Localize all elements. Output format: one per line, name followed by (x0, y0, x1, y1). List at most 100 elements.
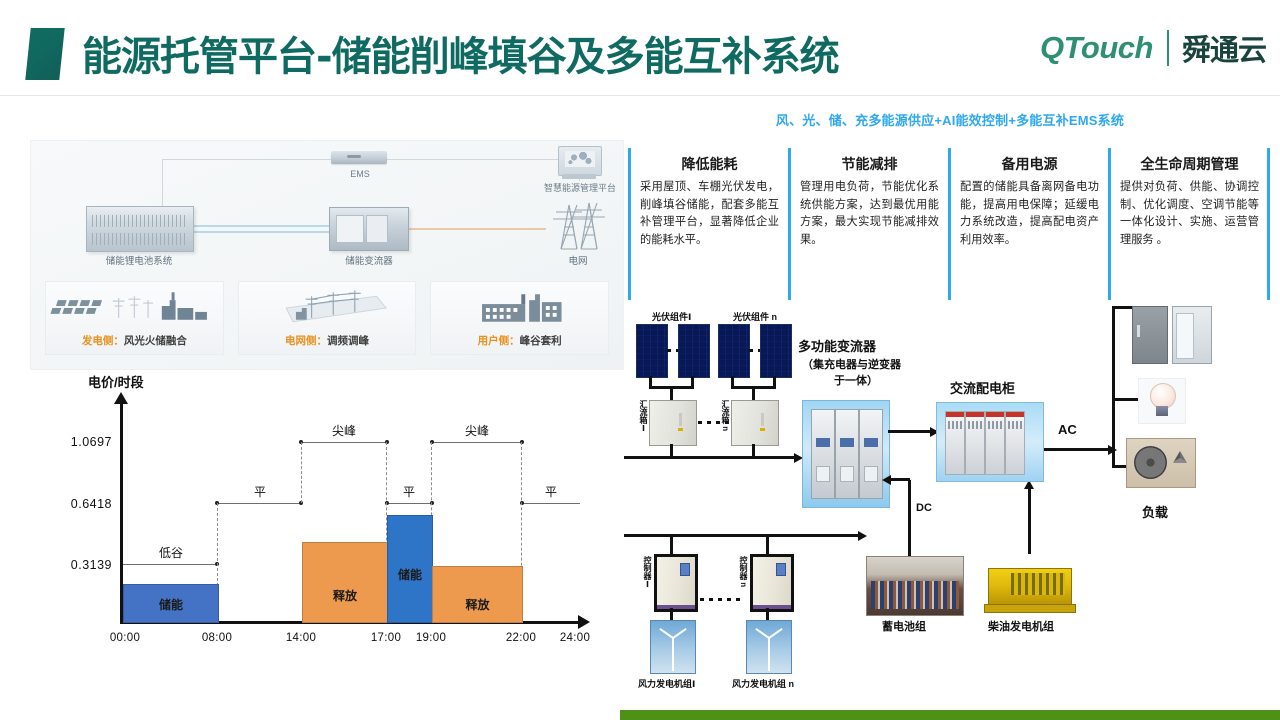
multifunction-converter-label: 多功能变流器 (798, 339, 877, 354)
ac-brand-mark (1173, 451, 1187, 464)
refrigerator-closed-icon (1132, 306, 1168, 364)
controller-ellipsis (700, 598, 744, 601)
scenario-card-user-text: 峰谷套利 (519, 335, 562, 347)
pv-panel-na-icon (718, 324, 750, 378)
platform-label: 智慧能源管理平台 (543, 183, 616, 193)
page-header: 能源托管平台-储能削峰填谷及多能互补系统 QTouch 舜通云 (0, 0, 1280, 96)
chart-bar-charge-2[interactable]: 储能 (387, 515, 433, 623)
page-title: 能源托管平台-储能削峰填谷及多能互补系统 (82, 34, 840, 80)
load-branch-bulb (1112, 398, 1138, 401)
chart-tier-label-flat-1: 平 (253, 485, 266, 499)
platform-monitor-icon (558, 146, 602, 176)
dc-label: DC (916, 502, 932, 514)
platform-stand-icon (562, 174, 596, 179)
feature-card-1[interactable]: 降低能耗 采用屋顶、车棚光伏发电，削峰填谷储能，配套多能互补管理平台，显著降低企… (628, 148, 788, 300)
wind-dc-bus-arrow (858, 531, 867, 541)
scenario-card-user-label: 用户侧：峰谷套利 (431, 333, 608, 348)
wind-turbine-n-icon (746, 620, 792, 674)
scenario-card-user[interactable]: 用户侧：峰谷套利 (430, 281, 610, 355)
wire-batt-riser (162, 159, 163, 209)
wind-1-riser (670, 534, 673, 556)
ems-device-icon (331, 151, 387, 164)
controller-1-label: 控制器Ⅰ (643, 556, 652, 589)
chart-y-axis-arrow (114, 392, 128, 404)
chart-tier-line-flat-2 (387, 503, 432, 504)
chart-bar-discharge-2[interactable]: 释放 (432, 566, 523, 623)
chart-tier-line-valley (123, 564, 218, 565)
chart-bar-charge-1[interactable]: 储能 (123, 584, 219, 623)
controller-1-drop (670, 608, 673, 622)
chart-xtick-1900: 19:00 (415, 632, 447, 644)
globe-icon (565, 151, 595, 167)
dc-return-vertical (908, 480, 911, 566)
chart-bar-charge-2-label: 储能 (397, 568, 422, 582)
converter-rack-2 (835, 409, 859, 499)
feature-card-2-body: 管理用电负荷，节能优化系统供能方案，达到最优用能方案，最大实现节能减排效果。 (800, 181, 939, 246)
scenario-card-generation-text: 风光火储融合 (123, 335, 187, 347)
energy-flow-panel: EMS 智慧能源管理平台 储能锂电池系统 储能变流器 电网 (30, 140, 624, 370)
chart-ytick-3: 1.0697 (70, 435, 112, 449)
chart-x-axis-arrow (578, 615, 590, 629)
chart-y-axis (120, 402, 123, 624)
converter-rack-3 (859, 409, 883, 499)
chart-tier-dot-6 (385, 501, 389, 505)
combiner-n-drop (752, 444, 755, 458)
header-divider (0, 95, 1280, 96)
header-accent-bar (25, 28, 65, 80)
diesel-generator-icon (982, 554, 1078, 616)
pv-panel-1b-icon (678, 324, 710, 378)
combiner-box-1-label: 汇流箱Ⅰ (639, 400, 648, 433)
feature-card-2[interactable]: 节能减排 管理用电负荷，节能优化系统供能方案，达到最优用能方案，最大实现节能减排… (788, 148, 948, 300)
load-label: 负载 (1142, 505, 1169, 520)
chart-xtick-0800: 08:00 (201, 632, 233, 644)
wire-ems-to-platform (387, 159, 562, 160)
logo-divider (1166, 30, 1169, 66)
chart-vsep-22 (521, 442, 522, 621)
scenario-card-grid[interactable]: 电网侧：调频调峰 (237, 281, 417, 355)
chart-xtick-0000: 00:00 (109, 632, 141, 644)
dc-return-arrow (882, 475, 891, 485)
wind-n-riser (766, 534, 769, 556)
ems-label: EMS (350, 169, 370, 179)
price-period-chart: 电价/时段 1.0697 0.6418 0.3139 低谷 平 (60, 372, 620, 672)
light-bulb-icon (1138, 378, 1186, 424)
chart-xtick-2200: 22:00 (505, 632, 537, 644)
wind-n-blade-1 (768, 637, 770, 654)
ac-cabinet-panel-2 (965, 411, 985, 475)
chart-tier-label-peak-2: 尖峰 (464, 424, 489, 438)
chart-bar-discharge-1-label: 释放 (332, 589, 357, 603)
solar-wind-thermal-icon (46, 288, 223, 328)
controller-1-icon (654, 554, 698, 612)
feature-card-4-body: 提供对负荷、供能、协调控制、优化调度、空调节能等一体化设计、实施、运营管理服务 … (1120, 181, 1259, 246)
chart-tier-dot-5 (385, 440, 389, 444)
pv-dc-bus-arrow (794, 453, 803, 463)
combiner-1-drop (670, 444, 673, 458)
ac-label: AC (1058, 422, 1077, 437)
scenario-card-generation[interactable]: 发电侧：风光火储融合 (45, 281, 224, 355)
pv-module-n-label: 光伏组件 n (733, 312, 777, 322)
pv-group-n-ellipsis (749, 349, 760, 352)
wire-pcs-to-grid (406, 228, 546, 230)
pv-panel-1a-icon (636, 324, 668, 378)
pv-dc-bus (624, 456, 796, 459)
chart-vsep-17 (386, 442, 387, 621)
logo-text-cn: 舜通云 (1181, 33, 1267, 67)
pv-group-1-ellipsis (667, 349, 678, 352)
pv-n-drop (752, 386, 755, 400)
pv-nb-lead (773, 376, 776, 388)
diesel-generator-label: 柴油发电机组 (988, 621, 1054, 633)
ac-output-line (1044, 448, 1112, 451)
feature-card-4-title: 全生命周期管理 (1140, 156, 1239, 172)
feature-card-4[interactable]: 全生命周期管理 提供对负荷、供能、协调控制、优化调度、空调节能等一体化设计、实施… (1108, 148, 1270, 300)
chart-tier-line-flat-1 (217, 503, 301, 504)
generator-base (984, 604, 1076, 613)
chart-tier-label-valley: 低谷 (158, 546, 183, 560)
feature-card-3[interactable]: 备用电源 配置的储能具备离网备电功能，提高用电保障；延缓电力系统改造，提高配电资… (948, 148, 1108, 300)
chart-ytick-1: 0.3139 (70, 558, 112, 572)
load-branch-ac (1112, 465, 1130, 468)
wire-batt-to-pcs-2 (191, 231, 331, 233)
system-architecture-diagram: 光伏组件Ⅰ 光伏组件 n 汇流箱Ⅰ 汇流箱 n 多功能变流器 （集充电器与逆变器 (620, 306, 1280, 714)
chart-bar-discharge-1[interactable]: 释放 (302, 542, 388, 623)
chart-bar-charge-1-label: 储能 (158, 598, 183, 612)
grid-network-icon (239, 288, 416, 328)
